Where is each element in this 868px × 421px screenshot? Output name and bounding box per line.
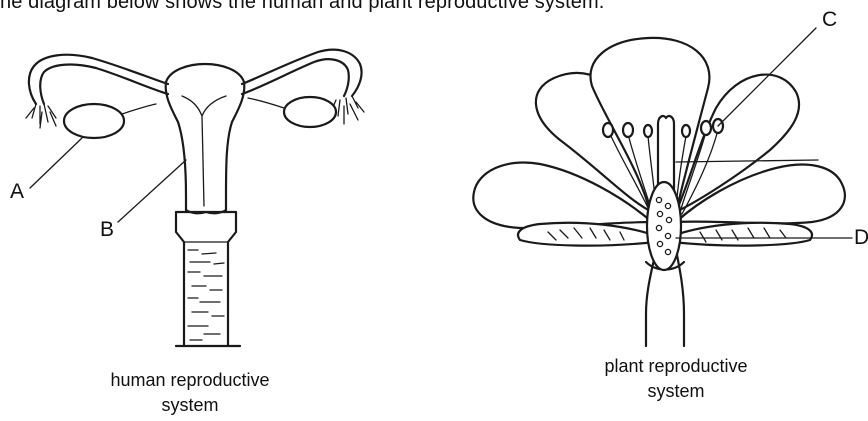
uterine-cavity [182,96,226,206]
plant-reproductive-system [473,28,852,346]
label-a: A [10,180,24,204]
human-reproductive-system [26,50,364,346]
human-caption-line1: human reproductive [90,368,290,393]
sepal-left [518,223,656,246]
pistil-ovary [647,182,681,270]
label-c: C [822,8,837,32]
right-ovary [284,97,336,127]
label-a-pointer [30,138,82,188]
uterus [166,64,245,210]
human-caption-line2: system [90,393,290,418]
left-fallopian-tube [29,55,168,104]
label-d: D [854,226,868,250]
plant-caption: plant reproductive system [576,354,776,404]
sepal-right [672,223,812,246]
plant-caption-line1: plant reproductive [576,354,776,379]
left-fimbriae [26,104,56,128]
left-ovary [64,104,124,138]
plant-caption-line2: system [576,379,776,404]
vaginal-wall-texture [188,250,224,340]
right-fallopian-tube [242,50,362,96]
human-caption: human reproductive system [90,368,290,418]
label-b: B [100,218,114,242]
